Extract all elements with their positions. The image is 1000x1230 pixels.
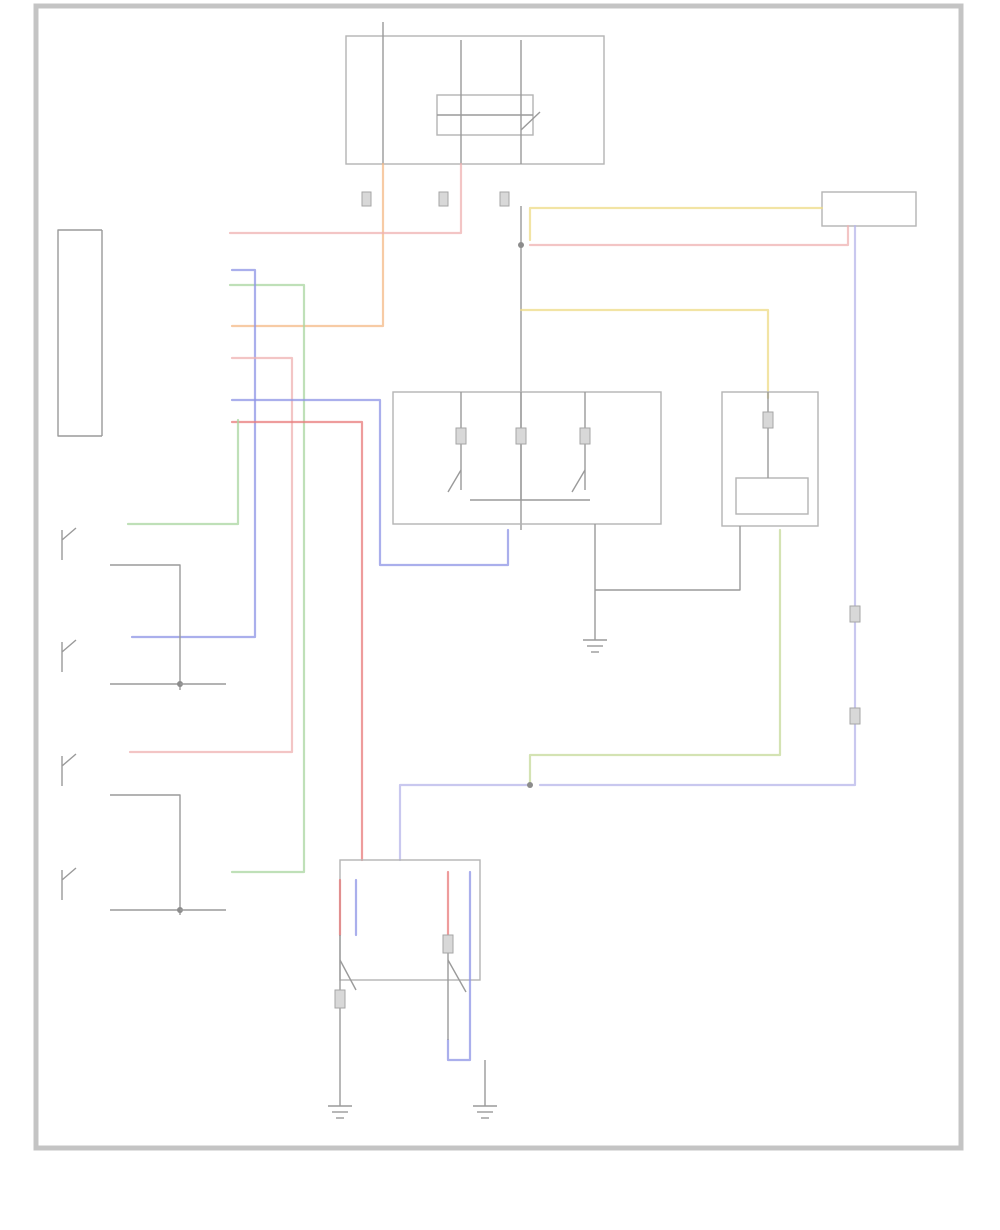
switch-contact-icon bbox=[455, 427, 467, 445]
splice-dot-icon bbox=[518, 242, 524, 248]
switch-contact-icon bbox=[579, 427, 591, 445]
ground-symbol-icon bbox=[473, 1090, 497, 1119]
right-relay bbox=[721, 391, 819, 527]
lower-right-switch bbox=[442, 870, 497, 1119]
ground-symbol-icon bbox=[328, 1090, 352, 1119]
switch-contact-icon bbox=[515, 427, 527, 445]
center-ground-run bbox=[583, 524, 741, 653]
left-bracket bbox=[57, 229, 103, 437]
ground-symbol-icon bbox=[583, 639, 607, 653]
wires-top bbox=[126, 162, 510, 874]
lower-left-switch bbox=[328, 859, 481, 1119]
splice-dot-icon bbox=[527, 782, 533, 788]
right-connector bbox=[849, 605, 861, 725]
fuse-block bbox=[345, 22, 605, 165]
module-center bbox=[392, 391, 662, 525]
left-switch-stack bbox=[61, 527, 226, 915]
wires-right bbox=[398, 206, 857, 862]
switch-contact-icon bbox=[442, 934, 454, 954]
diagram-frame bbox=[33, 3, 964, 1151]
connector-group-top bbox=[361, 191, 510, 207]
switch-contact-icon bbox=[762, 411, 774, 429]
switch-contact-icon bbox=[334, 989, 346, 1009]
